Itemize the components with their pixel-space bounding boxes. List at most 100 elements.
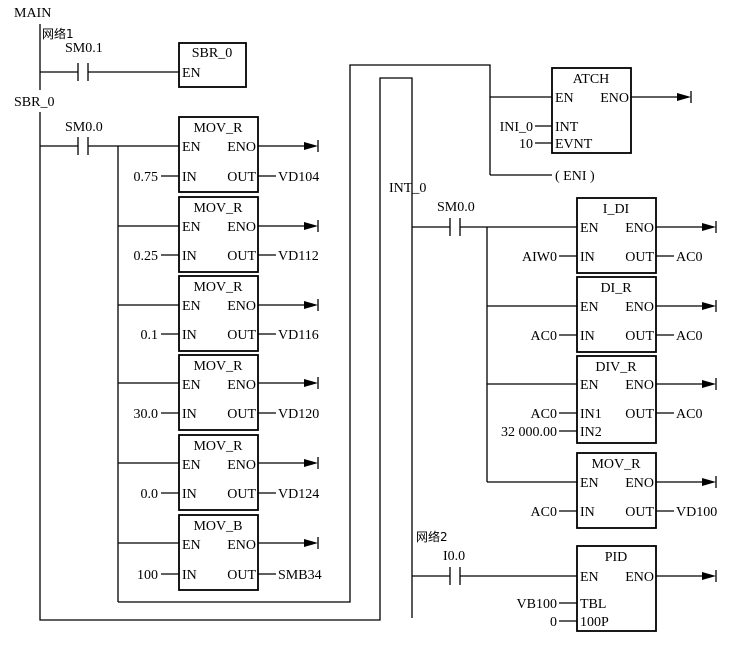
- svg-text:EN: EN: [580, 378, 599, 393]
- divr-out-value: AC0: [676, 407, 702, 422]
- svg-text:ENO: ENO: [227, 458, 256, 473]
- svg-text:MOV_R: MOV_R: [193, 121, 243, 136]
- call-sbr0-box: [178, 42, 247, 88]
- svg-text:IN: IN: [182, 249, 197, 264]
- idi-out-value: AC0: [676, 250, 702, 265]
- mov3-in-value: 30.0: [134, 407, 159, 422]
- svg-text:ENO: ENO: [625, 221, 654, 236]
- eni-coil: ( ENI ): [555, 169, 595, 184]
- network1-label: 网络1: [42, 26, 74, 41]
- network2-label: 网络2: [416, 529, 448, 544]
- mov-block-2: MOV_R EN ENO IN OUT: [178, 275, 259, 352]
- svg-text:TBL: TBL: [580, 597, 606, 612]
- svg-text:EN: EN: [182, 140, 201, 155]
- svg-text:EN: EN: [182, 299, 201, 314]
- svg-text:ENO: ENO: [227, 538, 256, 553]
- svg-text:IN2: IN2: [580, 425, 602, 440]
- svg-text:ENO: ENO: [625, 378, 654, 393]
- mov5-out-value: SMB34: [278, 568, 322, 583]
- mov5-in-value: 100: [137, 568, 158, 583]
- mov-block-4: MOV_R EN ENO IN OUT: [178, 434, 259, 511]
- mov2-out-value: VD116: [278, 328, 319, 343]
- pid-block: PID EN ENO TBL 100P: [576, 545, 657, 632]
- svg-text:ENO: ENO: [625, 476, 654, 491]
- svg-text:MOV_R: MOV_R: [193, 439, 243, 454]
- mov-block-5: MOV_B EN ENO IN OUT: [178, 514, 259, 591]
- svg-text:EN: EN: [182, 220, 201, 235]
- svg-text:PID: PID: [605, 550, 628, 565]
- svg-text:IN: IN: [580, 250, 595, 265]
- svg-text:I_DI: I_DI: [603, 202, 630, 217]
- mov0-in-value: 0.75: [134, 170, 159, 185]
- svg-text:ENO: ENO: [625, 300, 654, 315]
- svg-text:ENO: ENO: [227, 220, 256, 235]
- svg-text:ENO: ENO: [625, 570, 654, 585]
- svg-text:EN: EN: [555, 91, 574, 106]
- svg-text:ENO: ENO: [227, 378, 256, 393]
- movr-int0-out-value: VD100: [676, 505, 717, 520]
- mov1-in-value: 0.25: [134, 249, 159, 264]
- atch-evnt-value: 10: [519, 137, 533, 152]
- svg-text:MOV_R: MOV_R: [193, 359, 243, 374]
- svg-text:OUT: OUT: [227, 328, 256, 343]
- sbr0-power-rail: [39, 77, 413, 621]
- svg-text:ENO: ENO: [227, 299, 256, 314]
- svg-text:ENO: ENO: [227, 140, 256, 155]
- svg-text:IN: IN: [182, 487, 197, 502]
- pid-tbl-value: VB100: [517, 597, 557, 612]
- svg-text:100P: 100P: [580, 615, 609, 630]
- mov2-in-value: 0.1: [141, 328, 159, 343]
- svg-text:MOV_B: MOV_B: [193, 519, 242, 534]
- svg-text:IN: IN: [182, 170, 197, 185]
- svg-text:IN: IN: [580, 329, 595, 344]
- call-sbr0-title: SBR_0: [192, 46, 232, 61]
- mov4-out-value: VD124: [278, 487, 319, 502]
- divr-in2-value: 32 000.00: [501, 425, 557, 440]
- idi-in-value: AIW0: [522, 250, 557, 265]
- mov0-out-value: VD104: [278, 170, 319, 185]
- svg-text:DI_R: DI_R: [600, 281, 632, 296]
- svg-text:MOV_R: MOV_R: [193, 201, 243, 216]
- svg-text:IN: IN: [182, 328, 197, 343]
- int0-block-3: MOV_R EN ENO IN OUT: [576, 452, 657, 529]
- mov3-out-value: VD120: [278, 407, 319, 422]
- svg-text:OUT: OUT: [227, 170, 256, 185]
- network2-contact-label: I0.0: [443, 549, 465, 564]
- mov1-out-value: VD112: [278, 249, 319, 264]
- dir-out-value: AC0: [676, 329, 702, 344]
- svg-text:OUT: OUT: [227, 249, 256, 264]
- dir-in-value: AC0: [531, 329, 557, 344]
- int0-block-2: DIV_R EN ENO IN1 OUT IN2: [576, 355, 657, 444]
- int0-contact: [449, 218, 461, 236]
- atch-int-value: INI_0: [500, 120, 533, 135]
- sbr0-atch-wire: [118, 64, 552, 603]
- svg-text:ENO: ENO: [600, 91, 629, 106]
- int0-section-label: INT_0: [389, 181, 426, 196]
- sbr0-section-label: SBR_0: [14, 95, 54, 110]
- svg-text:OUT: OUT: [227, 487, 256, 502]
- int0-contact-label: SM0.0: [437, 200, 475, 215]
- int0-block-0: I_DI EN ENO IN OUT: [576, 197, 657, 274]
- atch-block: ATCH EN ENO INT EVNT: [551, 67, 632, 154]
- svg-text:EN: EN: [182, 458, 201, 473]
- svg-text:OUT: OUT: [625, 250, 654, 265]
- svg-text:EN: EN: [580, 221, 599, 236]
- network2-contact: [449, 567, 461, 585]
- svg-text:OUT: OUT: [227, 568, 256, 583]
- sbr0-block-1: [118, 225, 179, 544]
- svg-text:DIV_R: DIV_R: [595, 360, 637, 375]
- svg-text:MOV_R: MOV_R: [193, 280, 243, 295]
- svg-text:INT: INT: [555, 120, 579, 135]
- svg-text:EN: EN: [182, 378, 201, 393]
- main-contact: [77, 63, 89, 81]
- svg-text:OUT: OUT: [625, 505, 654, 520]
- main-label: MAIN: [14, 6, 51, 21]
- svg-text:EN: EN: [580, 570, 599, 585]
- mov-block-0: MOV_R EN ENO IN OUT: [178, 116, 259, 193]
- svg-text:OUT: OUT: [625, 329, 654, 344]
- movr-int0-in-value: AC0: [531, 505, 557, 520]
- svg-text:IN1: IN1: [580, 407, 602, 422]
- svg-text:EN: EN: [580, 476, 599, 491]
- call-sbr0-en: EN: [182, 66, 201, 81]
